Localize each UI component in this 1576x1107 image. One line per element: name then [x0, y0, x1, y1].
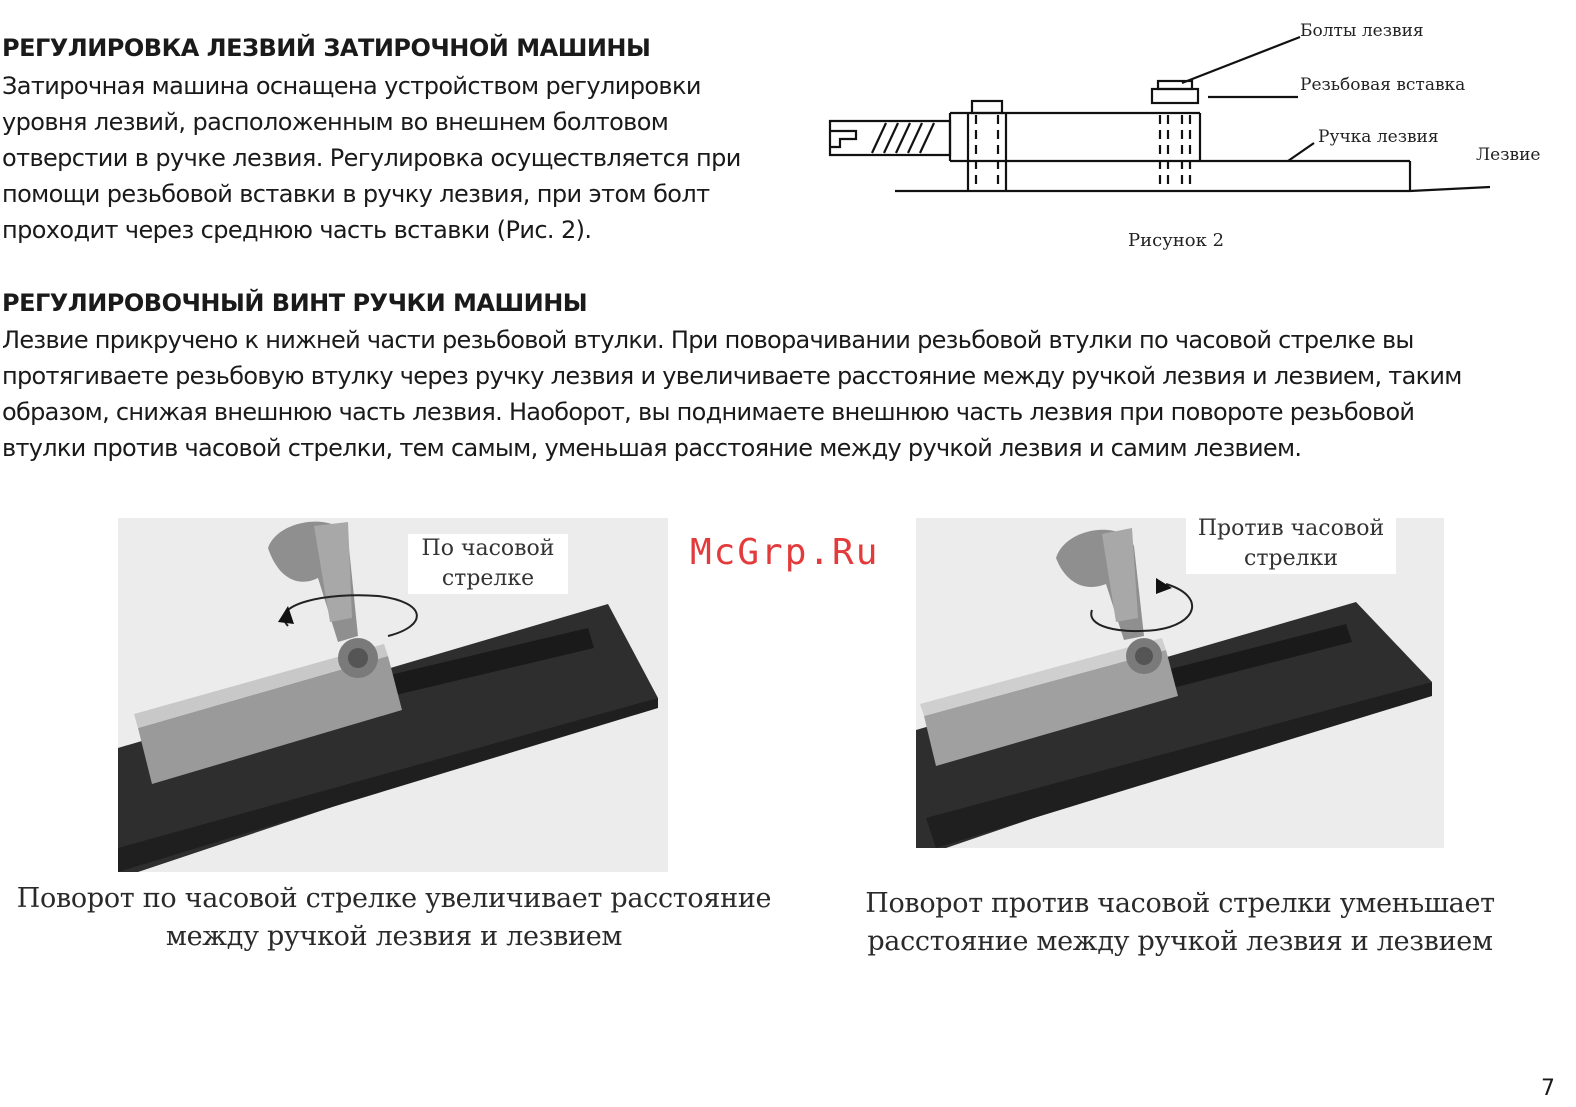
section2-line: протягиваете резьбовую втулку через ручк… [2, 362, 1462, 390]
section2-line: образом, снижая внешнюю часть лезвия. На… [2, 398, 1415, 426]
section2-line: втулки против часовой стрелки, тем самым… [2, 434, 1302, 462]
label-blade: Лезвие [1476, 145, 1541, 165]
section1-line: Затирочная машина оснащена устройством р… [2, 72, 701, 100]
label-line: Против часовой [1197, 518, 1385, 541]
label-line: По часовой [421, 536, 555, 561]
label-counterclockwise: Против часовой стрелки [1186, 518, 1396, 574]
figure2-caption: Рисунок 2 [1128, 230, 1225, 251]
section1-line: помощи резьбовой вставки в ручку лезвия,… [2, 180, 710, 208]
label-line: стрелки [1244, 546, 1338, 571]
photo-clockwise: По часовой стрелке [118, 518, 668, 872]
blade-assembly-drawing [828, 35, 1491, 193]
counterclockwise-photo-illustration [916, 518, 1444, 848]
label-blade-bolts: Болты лезвия [1300, 21, 1424, 41]
page-number: 7 [1541, 1076, 1555, 1101]
section1-heading: РЕГУЛИРОВКА ЛЕЗВИЙ ЗАТИРОЧНОЙ МАШИНЫ [2, 34, 651, 62]
figure2-diagram: Болты лезвия Резьбовая вставка Ручка лез… [820, 15, 1560, 265]
section1-line: уровня лезвий, расположенным во внешнем … [2, 108, 669, 136]
label-clockwise: По часовой стрелке [408, 534, 568, 594]
section2-line: Лезвие прикручено к нижней части резьбов… [2, 326, 1414, 354]
clockwise-photo-illustration [118, 518, 668, 872]
section2-paragraph: Лезвие прикручено к нижней части резьбов… [2, 322, 1572, 466]
caption-line: между ручкой лезвия и лезвием [165, 921, 623, 952]
section1-paragraph: Затирочная машина оснащена устройством р… [2, 68, 802, 248]
label-blade-handle: Ручка лезвия [1318, 127, 1439, 147]
label-threaded-insert: Резьбовая вставка [1300, 75, 1466, 95]
caption-counterclockwise: Поворот против часовой стрелки уменьшает… [800, 885, 1560, 961]
caption-line: Поворот по часовой стрелке увеличивает р… [16, 883, 772, 914]
section2-heading: РЕГУЛИРОВОЧНЫЙ ВИНТ РУЧКИ МАШИНЫ [2, 289, 588, 317]
label-line: стрелке [441, 566, 535, 591]
photo-counterclockwise: Против часовой стрелки [916, 518, 1444, 848]
section1-line: отверстии в ручке лезвия. Регулировка ос… [2, 144, 741, 172]
section1-line: проходит через среднюю часть вставки (Ри… [2, 216, 592, 244]
caption-clockwise: Поворот по часовой стрелке увеличивает р… [14, 880, 774, 956]
watermark: McGrp.Ru [690, 532, 880, 573]
caption-line: расстояние между ручкой лезвия и лезвием [867, 926, 1493, 957]
caption-line: Поворот против часовой стрелки уменьшает [865, 888, 1495, 919]
